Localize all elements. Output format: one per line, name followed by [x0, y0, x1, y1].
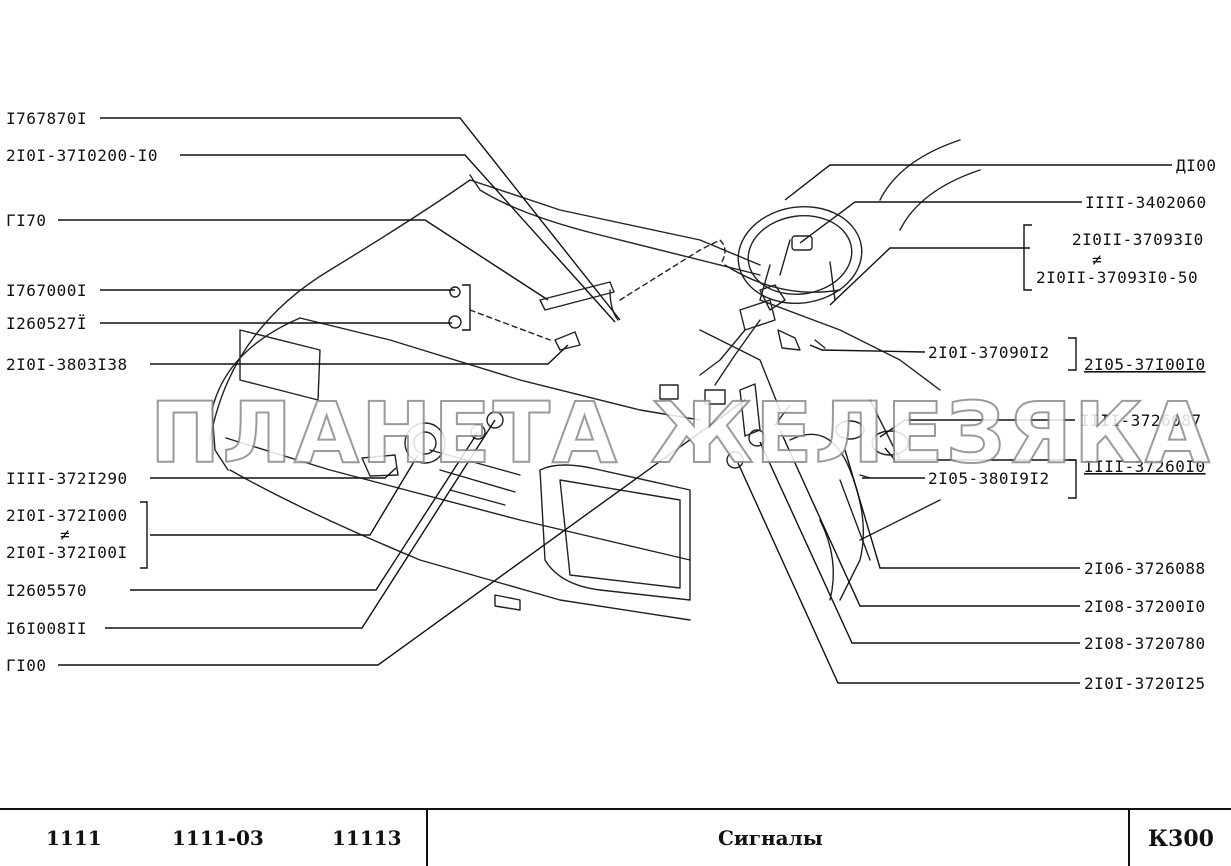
label-i260527i: I260527Ï — [6, 314, 87, 333]
label-iiii-372i290: IIII-372I290 — [6, 469, 128, 488]
label-2i0i-37i0200-i0: 2I0I-37I0200-I0 — [6, 146, 158, 165]
label-not-equal-right: ≠ — [1092, 250, 1102, 269]
label-i767870i: I767870I — [6, 109, 87, 128]
model-1111-03: 1111-03 — [172, 826, 264, 850]
label-2i0i-37090i2: 2I0I-37090I2 — [928, 343, 1050, 362]
page-title: Сигналы — [718, 826, 823, 850]
label-i6i008ii: I6I008II — [6, 619, 87, 638]
label-2i0ii-37093i0: 2I0II-37093I0 — [1072, 230, 1204, 249]
label-2i08-3720780: 2I08-3720780 — [1084, 634, 1206, 653]
label-2i05-380i9i2: 2I05-380I9I2 — [928, 469, 1050, 488]
label-gi00: ГI00 — [6, 656, 47, 675]
label-2i0i-372i000: 2I0I-372I000 — [6, 506, 128, 525]
title-block: 1111 1111-03 11113 Сигналы К300 — [0, 808, 1231, 866]
relay-and-wires — [726, 383, 909, 479]
label-2i0ii-37093i0-50: 2I0II-37093I0-50 — [1036, 268, 1198, 287]
model-11113: 11113 — [332, 826, 402, 850]
label-i2605570: I2605570 — [6, 581, 87, 600]
page-code: К300 — [1148, 826, 1214, 852]
parts-diagram: I767870I 2I0I-37I0200-I0 ГI70 I767000I I… — [6, 109, 1217, 693]
label-iiii-3402060: IIII-3402060 — [1085, 193, 1207, 212]
car-body-outline — [209, 139, 981, 621]
label-di00: ДI00 — [1176, 156, 1217, 175]
divider-left — [426, 810, 428, 866]
label-iiii-3726087: IIII-3726087 — [1080, 411, 1202, 430]
label-gi70: ГI70 — [6, 211, 47, 230]
steering-wheel — [724, 205, 863, 305]
horn-assembly — [361, 281, 619, 477]
assembly-guides — [469, 239, 726, 341]
label-2i05-37i00i0: 2I05-37I00I0 — [1084, 355, 1206, 374]
label-2i08-37200i0: 2I08-37200I0 — [1084, 597, 1206, 616]
label-2i0i-3803i38: 2I0I-3803I38 — [6, 355, 128, 374]
model-1111: 1111 — [46, 826, 102, 850]
divider-right — [1128, 810, 1130, 866]
steering-column-switch — [659, 284, 826, 405]
leader-lines — [58, 117, 1172, 684]
label-2i0i-3720i25: 2I0I-3720I25 — [1084, 674, 1206, 693]
label-2i0i-372i00i: 2I0I-372I00I — [6, 543, 128, 562]
label-iiii-37260i0: IIII-37260I0 — [1084, 457, 1206, 476]
label-i767000i: I767000I — [6, 281, 87, 300]
label-not-equal-left: ≠ — [60, 525, 70, 544]
label-2i06-3726088: 2I06-3726088 — [1084, 559, 1206, 578]
